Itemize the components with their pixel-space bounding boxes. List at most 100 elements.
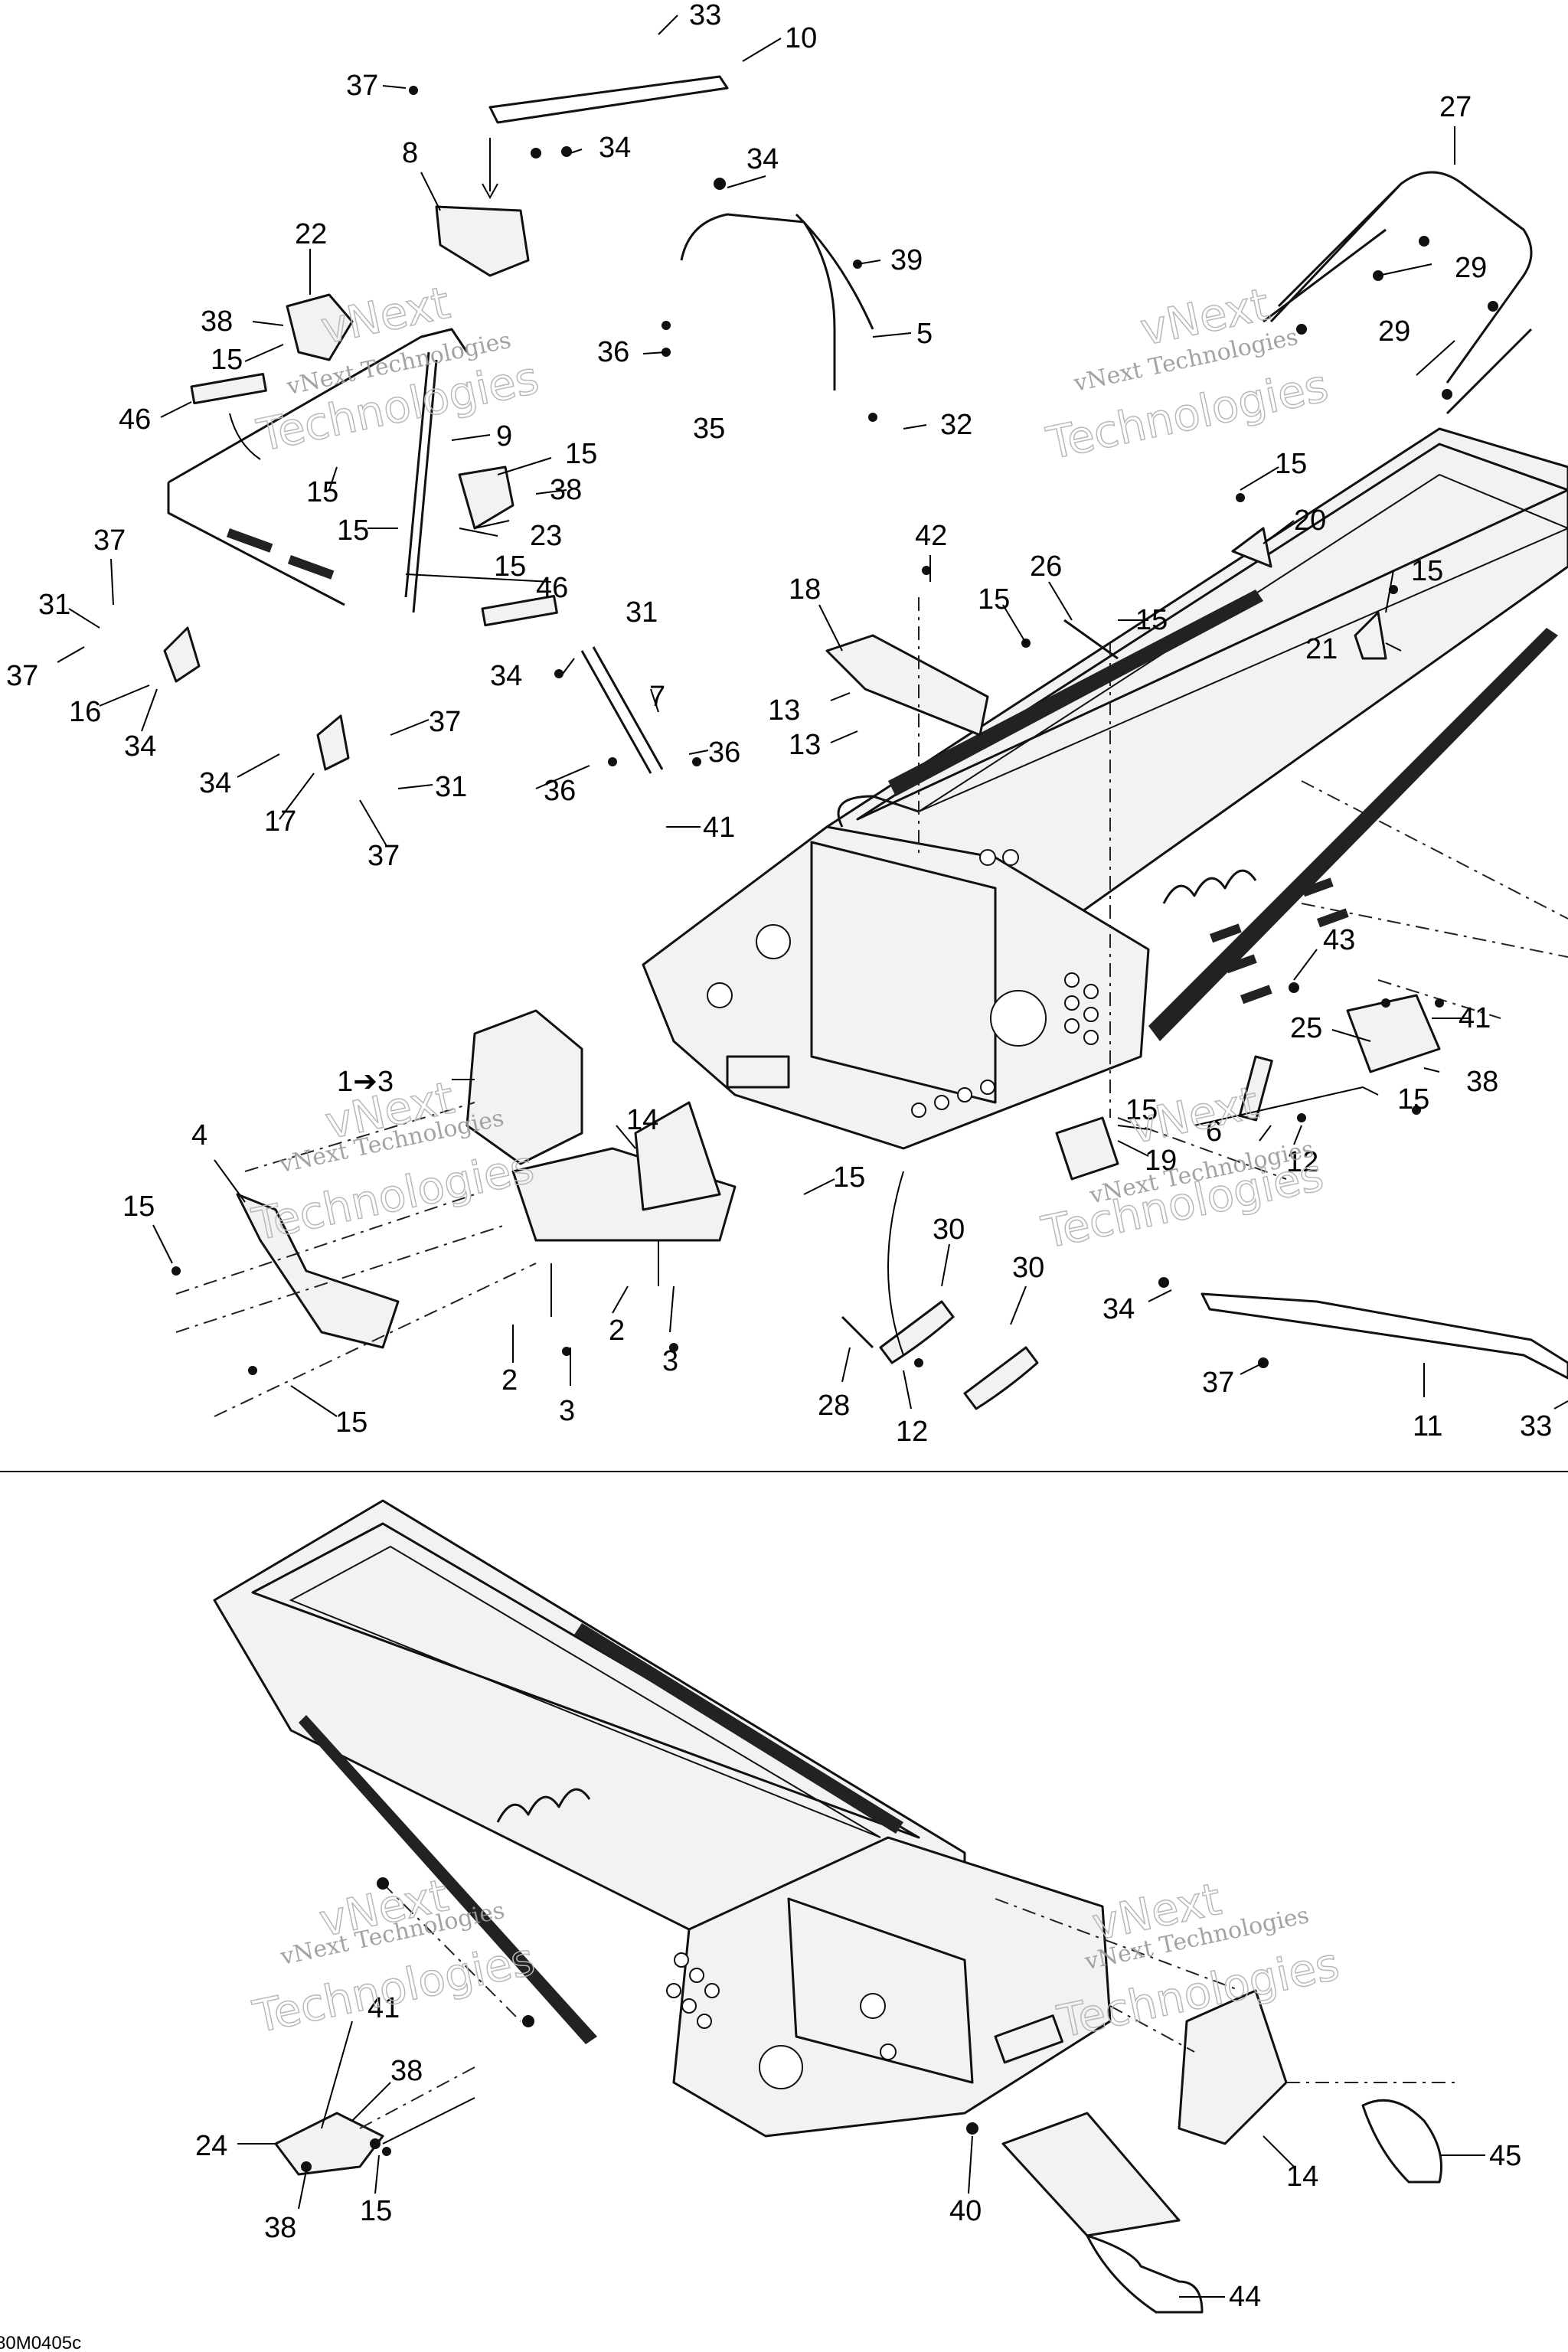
callout-16: 16 [69, 696, 101, 728]
callout-15-m: 15 [122, 1191, 155, 1223]
callout-15-o: 15 [360, 2195, 392, 2227]
bracket-21 [1354, 611, 1387, 660]
callout-29-b: 29 [1378, 315, 1410, 348]
callout-3-b: 3 [559, 1395, 575, 1427]
support-18 [825, 634, 989, 737]
callout-44: 44 [1229, 2281, 1261, 2313]
steering-link-11 [1200, 1292, 1568, 1380]
footrest-24 [274, 2112, 384, 2176]
lower-assembled-view [213, 1499, 1455, 2314]
callout-28: 28 [818, 1390, 850, 1422]
callout-34-f: 34 [1102, 1293, 1135, 1325]
callout-15-k: 15 [833, 1161, 865, 1194]
callout-12-b: 12 [896, 1416, 928, 1448]
callout-24: 24 [195, 2130, 227, 2162]
footrest-25 [1346, 994, 1441, 1073]
callout-37-c: 37 [6, 660, 38, 692]
rod-28 [841, 1315, 874, 1349]
callout-38-e: 38 [264, 2212, 296, 2244]
bracket-22 [286, 293, 354, 361]
svg-text:vNext: vNext [1125, 1076, 1263, 1155]
decal-46-right [481, 595, 558, 627]
callout-12-a: 12 [1286, 1146, 1318, 1178]
callout-46-b: 46 [536, 572, 568, 604]
callout-37-a: 37 [346, 70, 378, 102]
callout-32: 32 [940, 409, 972, 441]
callout-36-c: 36 [544, 775, 576, 807]
callout-42: 42 [915, 520, 947, 552]
bracket-17 [316, 714, 350, 771]
callout-33-top: 33 [689, 0, 721, 31]
callout-15-f: 15 [978, 583, 1010, 616]
callout-15-a: 15 [211, 344, 243, 376]
callout-36-b: 36 [708, 737, 740, 769]
front-suspension-1-3 [466, 1009, 583, 1165]
fasteners [172, 86, 1498, 1375]
callout-14-b: 14 [1286, 2161, 1318, 2193]
callout-43: 43 [1323, 924, 1355, 956]
callout-15-d: 15 [337, 514, 369, 547]
callout-34-b: 34 [746, 143, 779, 175]
assembled-holes [666, 1952, 897, 2060]
callout-18: 18 [789, 573, 821, 606]
callout-36-a: 36 [597, 336, 629, 368]
crossmember-14-bottom [1178, 1989, 1288, 2145]
decal-46-left [190, 373, 267, 405]
callout-15-n: 15 [335, 1406, 368, 1439]
callout-37-e: 37 [368, 840, 400, 872]
callout-15-i: 15 [1411, 555, 1443, 587]
callout-19: 19 [1145, 1145, 1177, 1177]
callout-3-a: 3 [662, 1345, 678, 1377]
callout-7: 7 [649, 681, 665, 713]
callout-31-c: 31 [435, 771, 467, 803]
callout-17: 17 [264, 805, 296, 838]
figure-code: 80M0405c [0, 2333, 81, 2352]
engine-cradle [642, 795, 1150, 1150]
callout-30-a: 30 [933, 1214, 965, 1246]
callout-27: 27 [1439, 91, 1472, 123]
callout-38-d: 38 [390, 2055, 423, 2087]
leader-lines [57, 15, 1568, 2298]
callout-15-g: 15 [1135, 604, 1168, 636]
callout-2-a: 2 [609, 1315, 625, 1347]
callout-21: 21 [1305, 633, 1338, 665]
bracket-23 [458, 466, 514, 530]
callout-41-c: 41 [368, 1992, 400, 2024]
slider-30-a [879, 1300, 955, 1364]
callout-39: 39 [890, 244, 923, 276]
callout-13-a: 13 [768, 694, 800, 727]
callout-26: 26 [1030, 550, 1062, 583]
callout-38-b: 38 [550, 474, 582, 506]
callout-41-b: 41 [1459, 1002, 1491, 1034]
callout-6: 6 [1206, 1116, 1222, 1148]
callout-45: 45 [1489, 2140, 1521, 2172]
bracket-20 [1231, 527, 1272, 568]
bracket-16 [163, 626, 201, 683]
tunnel [825, 427, 1568, 1041]
callout-15-l: 15 [1125, 1094, 1158, 1126]
callout-34-d: 34 [490, 660, 522, 692]
callout-9: 9 [496, 420, 512, 452]
cradle-holes [911, 972, 1099, 1118]
bumper-slots [226, 528, 335, 580]
strap-26 [1063, 619, 1119, 660]
callout-10: 10 [785, 22, 817, 54]
callout-20: 20 [1294, 505, 1326, 537]
callout-34-c: 34 [124, 730, 156, 763]
callout-4: 4 [191, 1119, 207, 1152]
callout-34-e: 34 [199, 767, 231, 799]
callout-1-3: 1➔3 [337, 1066, 394, 1098]
tunnel-slots [1210, 877, 1349, 1004]
callout-14-a: 14 [626, 1104, 658, 1136]
callout-15-h: 15 [1275, 448, 1307, 480]
callout-37-f: 37 [1202, 1367, 1234, 1399]
callout-15-b: 15 [565, 438, 597, 470]
callout-33-bottom: 33 [1520, 1410, 1552, 1442]
rail-29 [1263, 228, 1533, 415]
callout-2-b: 2 [501, 1364, 518, 1396]
bracket-crossmember [634, 1101, 721, 1211]
callout-22: 22 [295, 218, 327, 250]
callout-25: 25 [1290, 1012, 1322, 1044]
slider-30-b [963, 1346, 1039, 1410]
